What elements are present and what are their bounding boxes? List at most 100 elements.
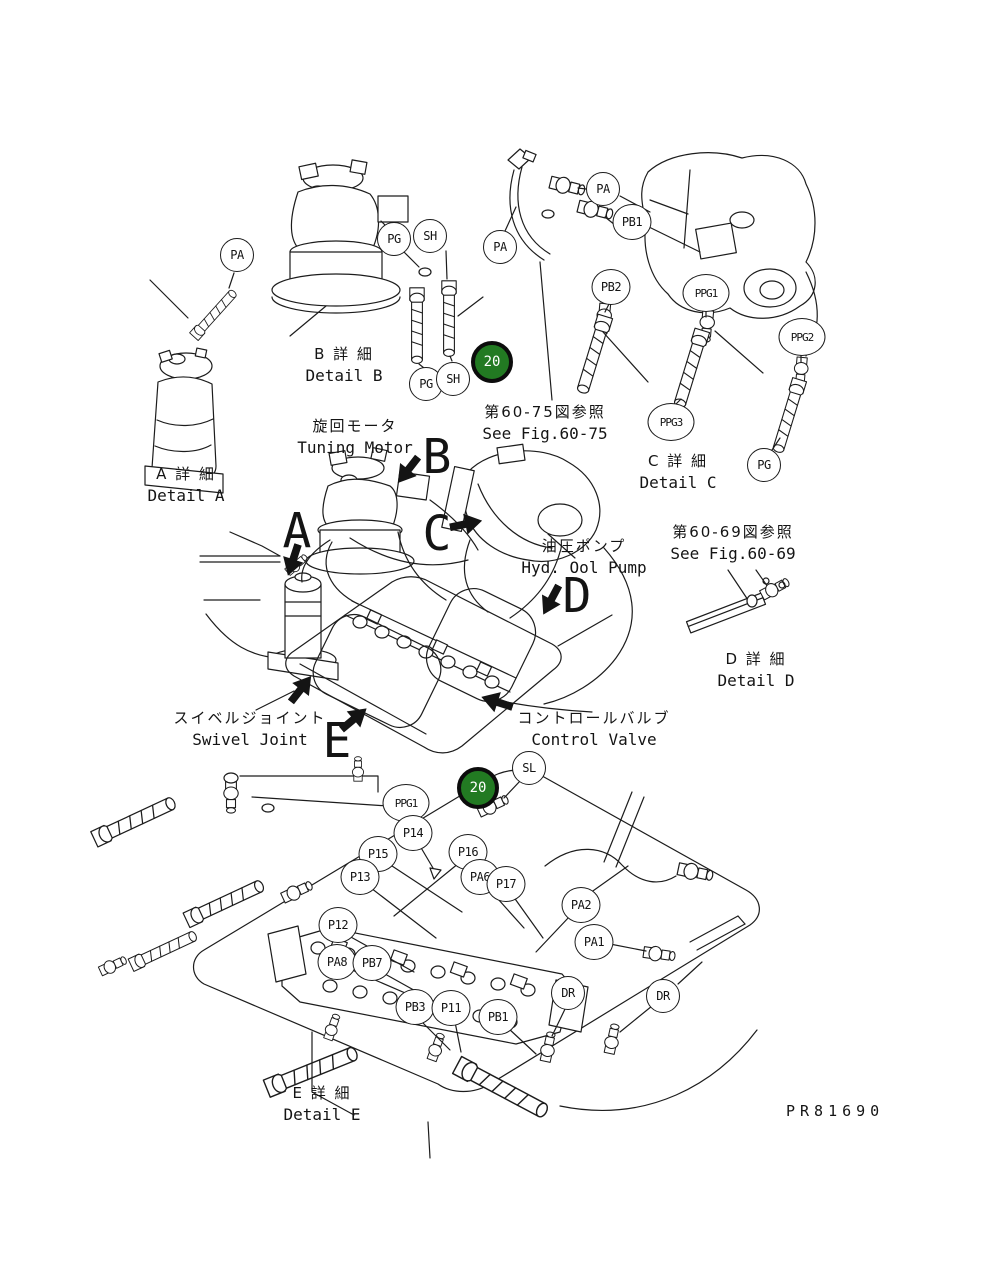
- note-jp-text: E 詳 細: [292, 1084, 352, 1102]
- note-detail-d: D 詳 細 Detail D: [717, 649, 794, 693]
- port-callout-pa: PA: [483, 230, 517, 264]
- note-jp-text: C 詳 細: [647, 452, 708, 470]
- note-jp-text: コントロールバルブ: [517, 709, 671, 727]
- note-en-text: Detail C: [639, 473, 717, 493]
- note-en-text: Detail B: [305, 366, 383, 386]
- port-callout-pa2: PA2: [561, 887, 601, 923]
- port-callout-p12: P12: [318, 907, 358, 943]
- port-callout-label: PB1: [487, 1010, 509, 1024]
- port-callout-ppg2: PPG2: [778, 318, 826, 356]
- port-callout-label: PA8: [326, 955, 348, 969]
- badge-number: 20: [483, 354, 501, 370]
- port-callout-label: DR: [656, 989, 670, 1003]
- port-callout-p17: P17: [486, 866, 526, 902]
- figure-code: PR81690: [786, 1102, 885, 1120]
- note-en-text: Detail A: [147, 486, 225, 506]
- note-detail-a: A 詳 細 Detail A: [147, 464, 224, 508]
- section-letter-d: D: [562, 568, 592, 624]
- green-badge: 20: [457, 767, 499, 809]
- note-en-text: Tuning Motor: [297, 438, 413, 458]
- note-jp-text: D 詳 細: [725, 650, 787, 668]
- port-callout-label: PB1: [621, 215, 643, 229]
- port-callout-p13: P13: [340, 859, 380, 895]
- port-callout-ppg3: PPG3: [647, 403, 695, 441]
- port-callout-ppg1: PPG1: [382, 784, 430, 822]
- port-callout-dr: DR: [551, 976, 585, 1010]
- port-callout-label: PB7: [361, 956, 383, 970]
- port-callout-dr: DR: [646, 979, 680, 1013]
- port-callout-label: P16: [457, 845, 479, 859]
- port-callout-p14: P14: [393, 815, 433, 851]
- detail-a-art: [144, 272, 240, 494]
- note-en-text: Detail E: [283, 1105, 361, 1125]
- port-callout-label: SH: [446, 372, 460, 386]
- port-callout-label: PA6: [469, 870, 491, 884]
- port-callout-label: SH: [423, 229, 437, 243]
- port-callout-pb1: PB1: [612, 204, 652, 240]
- note-jp-text: スイベルジョイント: [173, 709, 327, 727]
- port-callout-label: PB3: [404, 1000, 426, 1014]
- note-jp-text: 第60-69図参照: [672, 523, 794, 541]
- note-detail-c: C 詳 細 Detail C: [639, 451, 716, 495]
- note-jp-text: 旋回モータ: [312, 417, 398, 435]
- note-control-valve: コントロールバルブ Control Valve: [517, 708, 670, 752]
- port-callout-label: P11: [440, 1001, 462, 1015]
- port-callout-pg: PG: [377, 222, 411, 256]
- port-callout-pa8: PA8: [317, 944, 357, 980]
- green-badge: 20: [471, 341, 513, 383]
- port-callout-label: P14: [402, 826, 424, 840]
- port-callout-pb3: PB3: [395, 989, 435, 1025]
- note-jp-text: 油圧ポンプ: [541, 537, 627, 555]
- note-jp-text: A 詳 細: [156, 465, 216, 483]
- port-callout-ppg1: PPG1: [682, 274, 730, 312]
- detail-e-art: [90, 756, 760, 1159]
- port-callout-label: P12: [327, 918, 349, 932]
- note-en-text: See Fig.60-69: [670, 544, 796, 564]
- port-callout-pg: PG: [747, 448, 781, 482]
- section-letter-b: B: [422, 429, 452, 485]
- port-callout-label: PA: [230, 248, 244, 262]
- note-en-text: Swivel Joint: [192, 730, 308, 750]
- port-callout-pa: PA: [586, 172, 620, 206]
- port-callout-label: DR: [561, 986, 575, 1000]
- note-en-text: Detail D: [717, 671, 795, 691]
- port-callout-label: PA2: [570, 898, 592, 912]
- port-callout-pa: PA: [220, 238, 254, 272]
- central-assembly-art: [199, 443, 633, 754]
- badge-number: 20: [469, 780, 487, 796]
- port-callout-label: PPG3: [659, 415, 683, 429]
- port-callout-label: PA1: [583, 935, 605, 949]
- port-callout-label: P13: [349, 870, 371, 884]
- note-en-text: Hyd. Ool Pump: [521, 558, 647, 578]
- port-callout-label: P17: [495, 877, 517, 891]
- port-callout-label: PG: [757, 458, 771, 472]
- port-callout-sh: SH: [413, 219, 447, 253]
- port-callout-sh: SH: [436, 362, 470, 396]
- note-detail-b: B 詳 細 Detail B: [305, 344, 382, 388]
- port-callout-label: PG: [419, 377, 433, 391]
- port-callout-pb2: PB2: [591, 269, 631, 305]
- detail-c-art: [504, 148, 818, 455]
- port-callout-label: PPG1: [394, 796, 418, 810]
- port-callout-label: PB2: [600, 280, 622, 294]
- port-callout-label: PPG2: [790, 330, 814, 344]
- port-callout-label: PG: [387, 232, 401, 246]
- port-callout-label: SL: [522, 761, 536, 775]
- port-callout-label: P15: [367, 847, 389, 861]
- detail-b-art: [271, 159, 484, 369]
- note-jp-text: B 詳 細: [314, 345, 374, 363]
- note-detail-e: E 詳 細 Detail E: [283, 1083, 360, 1127]
- port-callout-label: PPG1: [694, 286, 718, 300]
- port-callout-pa1: PA1: [574, 924, 614, 960]
- port-callout-pb1: PB1: [478, 999, 518, 1035]
- port-callout-label: PA: [596, 182, 610, 196]
- note-see-fig-60-69: 第60-69図参照 See Fig.60-69: [670, 522, 795, 566]
- note-en-text: Control Valve: [531, 730, 657, 750]
- detail-d-art: [685, 569, 792, 634]
- note-tuning-motor: 旋回モータ Tuning Motor: [297, 416, 413, 460]
- port-callout-p11: P11: [431, 990, 471, 1026]
- note-jp-text: 第60-75図参照: [484, 403, 606, 421]
